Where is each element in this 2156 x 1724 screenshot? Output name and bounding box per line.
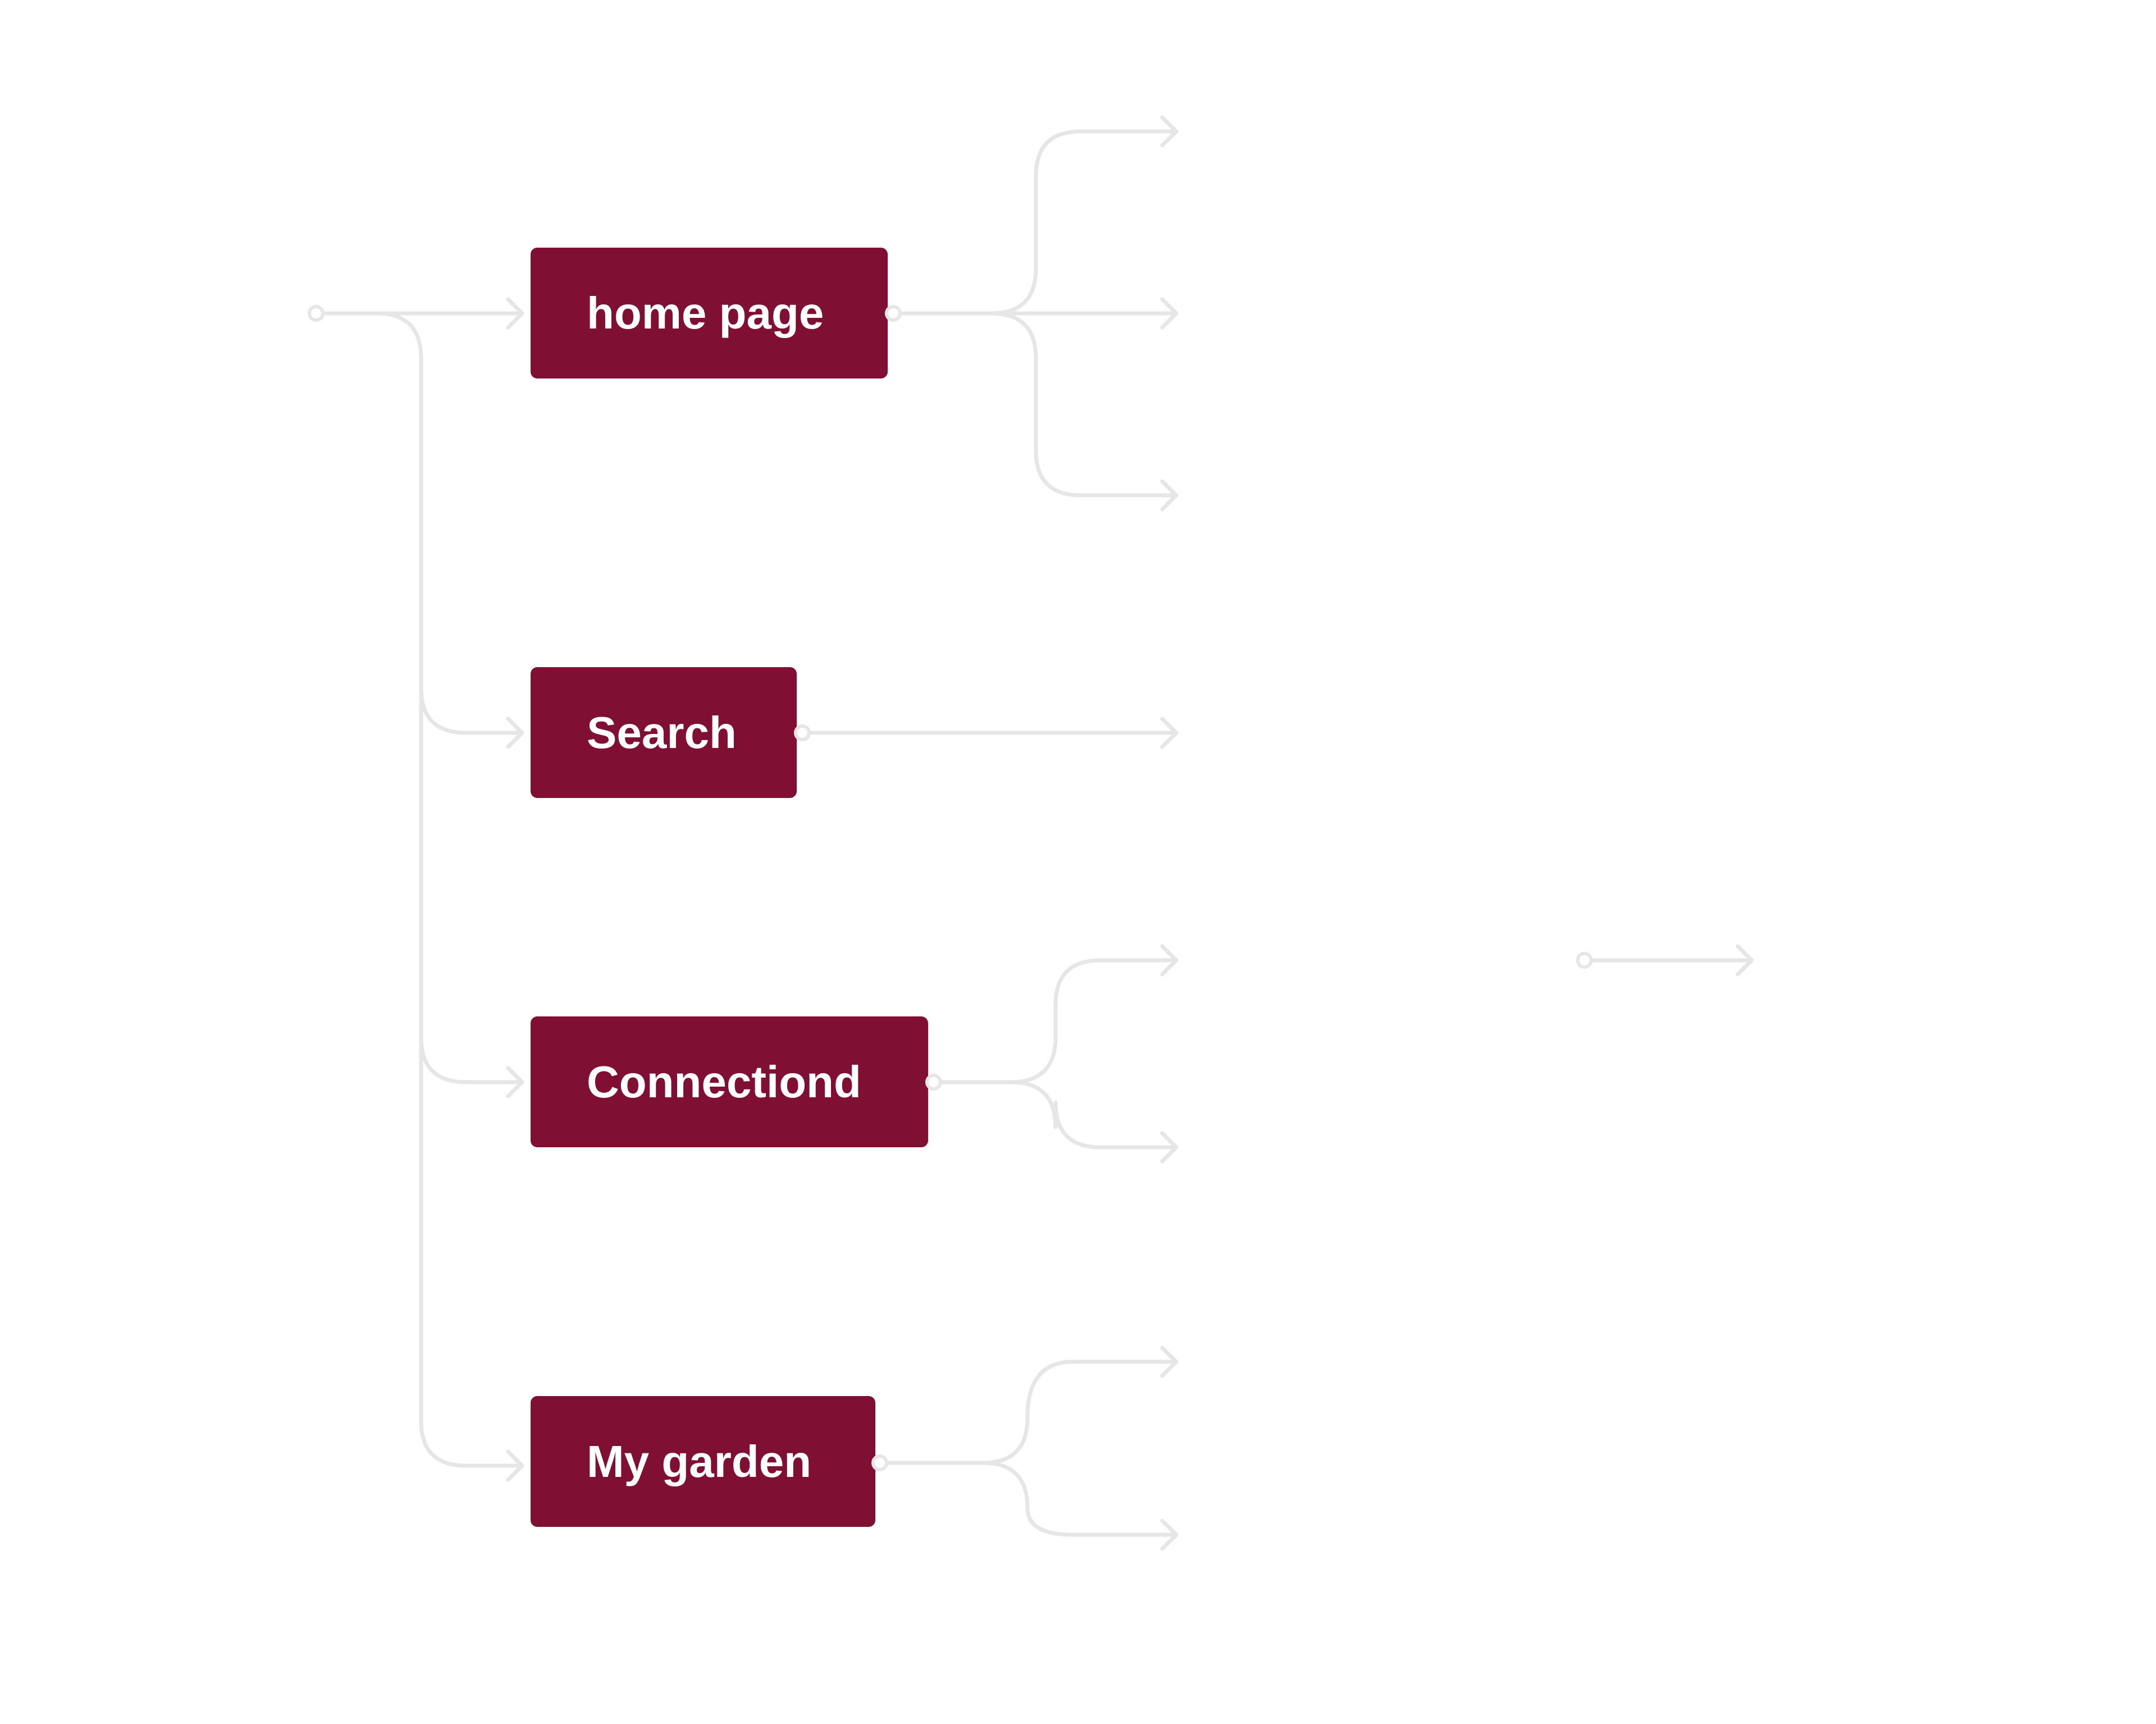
search-out-connectors (801, 717, 1179, 749)
connect-out-connectors (933, 944, 1179, 1164)
home-out-middle-arrow-icon (1160, 297, 1179, 330)
standalone-arrow-icon (1735, 944, 1754, 977)
home-in-arrow-icon (506, 297, 524, 330)
search-out-arrow-icon (1160, 717, 1179, 749)
node-my-garden-label: My garden (587, 1436, 812, 1486)
garden-out-connectors (879, 1346, 1179, 1551)
home-out-upper-arrow-icon (1160, 115, 1179, 148)
node-connectiond[interactable]: Connectiond (531, 1016, 928, 1147)
connect-out-upper-connector (933, 958, 1179, 1084)
search-in-arrow-icon (506, 717, 524, 749)
node-connectiond-label: Connectiond (587, 1056, 861, 1107)
node-search-label: Search (587, 707, 737, 758)
root-origin-port[interactable] (308, 305, 325, 322)
connect-out-lower-connector (933, 1080, 1179, 1150)
garden-out-lower-arrow-icon (1160, 1518, 1179, 1551)
home-out-lower-arrow-icon (1160, 479, 1179, 512)
trunk-to-connect-connector (419, 1035, 524, 1084)
garden-in-arrow-icon (506, 1449, 524, 1482)
root-connectors (308, 297, 524, 1482)
home-out-connectors (893, 115, 1179, 512)
garden-out-upper-arrow-icon (1160, 1346, 1179, 1378)
trunk-to-search-connector (419, 686, 524, 735)
garden-out-upper-connector (879, 1360, 1179, 1465)
connect-in-arrow-icon (506, 1066, 524, 1098)
garden-out-lower-connector (879, 1461, 1179, 1537)
standalone-connector-group (1576, 944, 1754, 977)
connect-out-lower-arrow-icon (1160, 1131, 1179, 1164)
node-my-garden[interactable]: My garden (531, 1396, 875, 1527)
root-trunk-connector (321, 311, 524, 1468)
home-out-lower-connector (893, 311, 1179, 498)
home-out-upper-connector (893, 129, 1179, 316)
connect-out-upper-arrow-icon (1160, 944, 1179, 977)
node-home-page[interactable]: home page (531, 248, 888, 378)
node-home-page-label: home page (587, 288, 824, 338)
node-search[interactable]: Search (531, 667, 797, 798)
standalone-origin-port[interactable] (1576, 952, 1593, 969)
